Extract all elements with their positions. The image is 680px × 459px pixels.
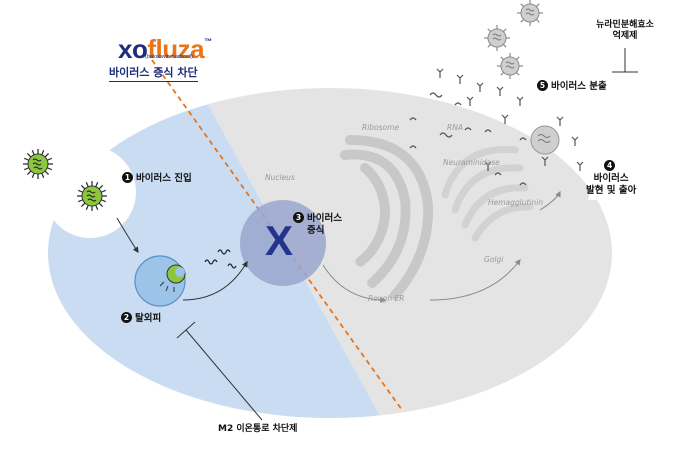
- hemagglutinin-label: Hemagglutinin: [488, 198, 544, 207]
- viral-rna-squiggles: [204, 249, 237, 269]
- rough-er-label: Rough ER: [368, 294, 405, 303]
- released-virus-icon-2: [516, 0, 544, 27]
- released-virus-icon-1: [483, 24, 511, 52]
- neuraminidase-inhibitor-line: [612, 48, 638, 73]
- process-arrows: [116, 190, 561, 303]
- golgi: [441, 146, 534, 242]
- xofluza-logo: xofluza™: [118, 34, 212, 64]
- nucleus: [240, 200, 326, 286]
- budding-notch: [500, 60, 680, 200]
- rna-label: RNA: [447, 123, 463, 132]
- neuraminidase-label: Neuraminidase: [443, 158, 500, 167]
- host-cell: [48, 88, 612, 418]
- subtitle: 바이러스 증식 차단: [109, 64, 198, 82]
- entering-virus-icon: [76, 180, 108, 212]
- block-x-mark: X: [265, 217, 294, 264]
- endosome: [134, 255, 186, 307]
- surface-proteins: [436, 68, 584, 171]
- budding-virus: [530, 125, 560, 155]
- ribosome-marks: [409, 92, 527, 186]
- golgi-label: Golgi: [484, 255, 504, 264]
- m2-inhibitor-line: [176, 321, 263, 421]
- ribosome-label: Ribosome: [362, 123, 400, 132]
- logo-generic-name: (baloxavir marboxil): [145, 54, 193, 60]
- m2-inhibitor-label: M2 이온통로 차단제: [218, 424, 298, 434]
- released-virus-icon-3: [496, 52, 524, 80]
- nucleus-label: Nucleus: [265, 173, 295, 182]
- incoming-virus-icon: [22, 148, 54, 180]
- rough-er: [340, 135, 434, 300]
